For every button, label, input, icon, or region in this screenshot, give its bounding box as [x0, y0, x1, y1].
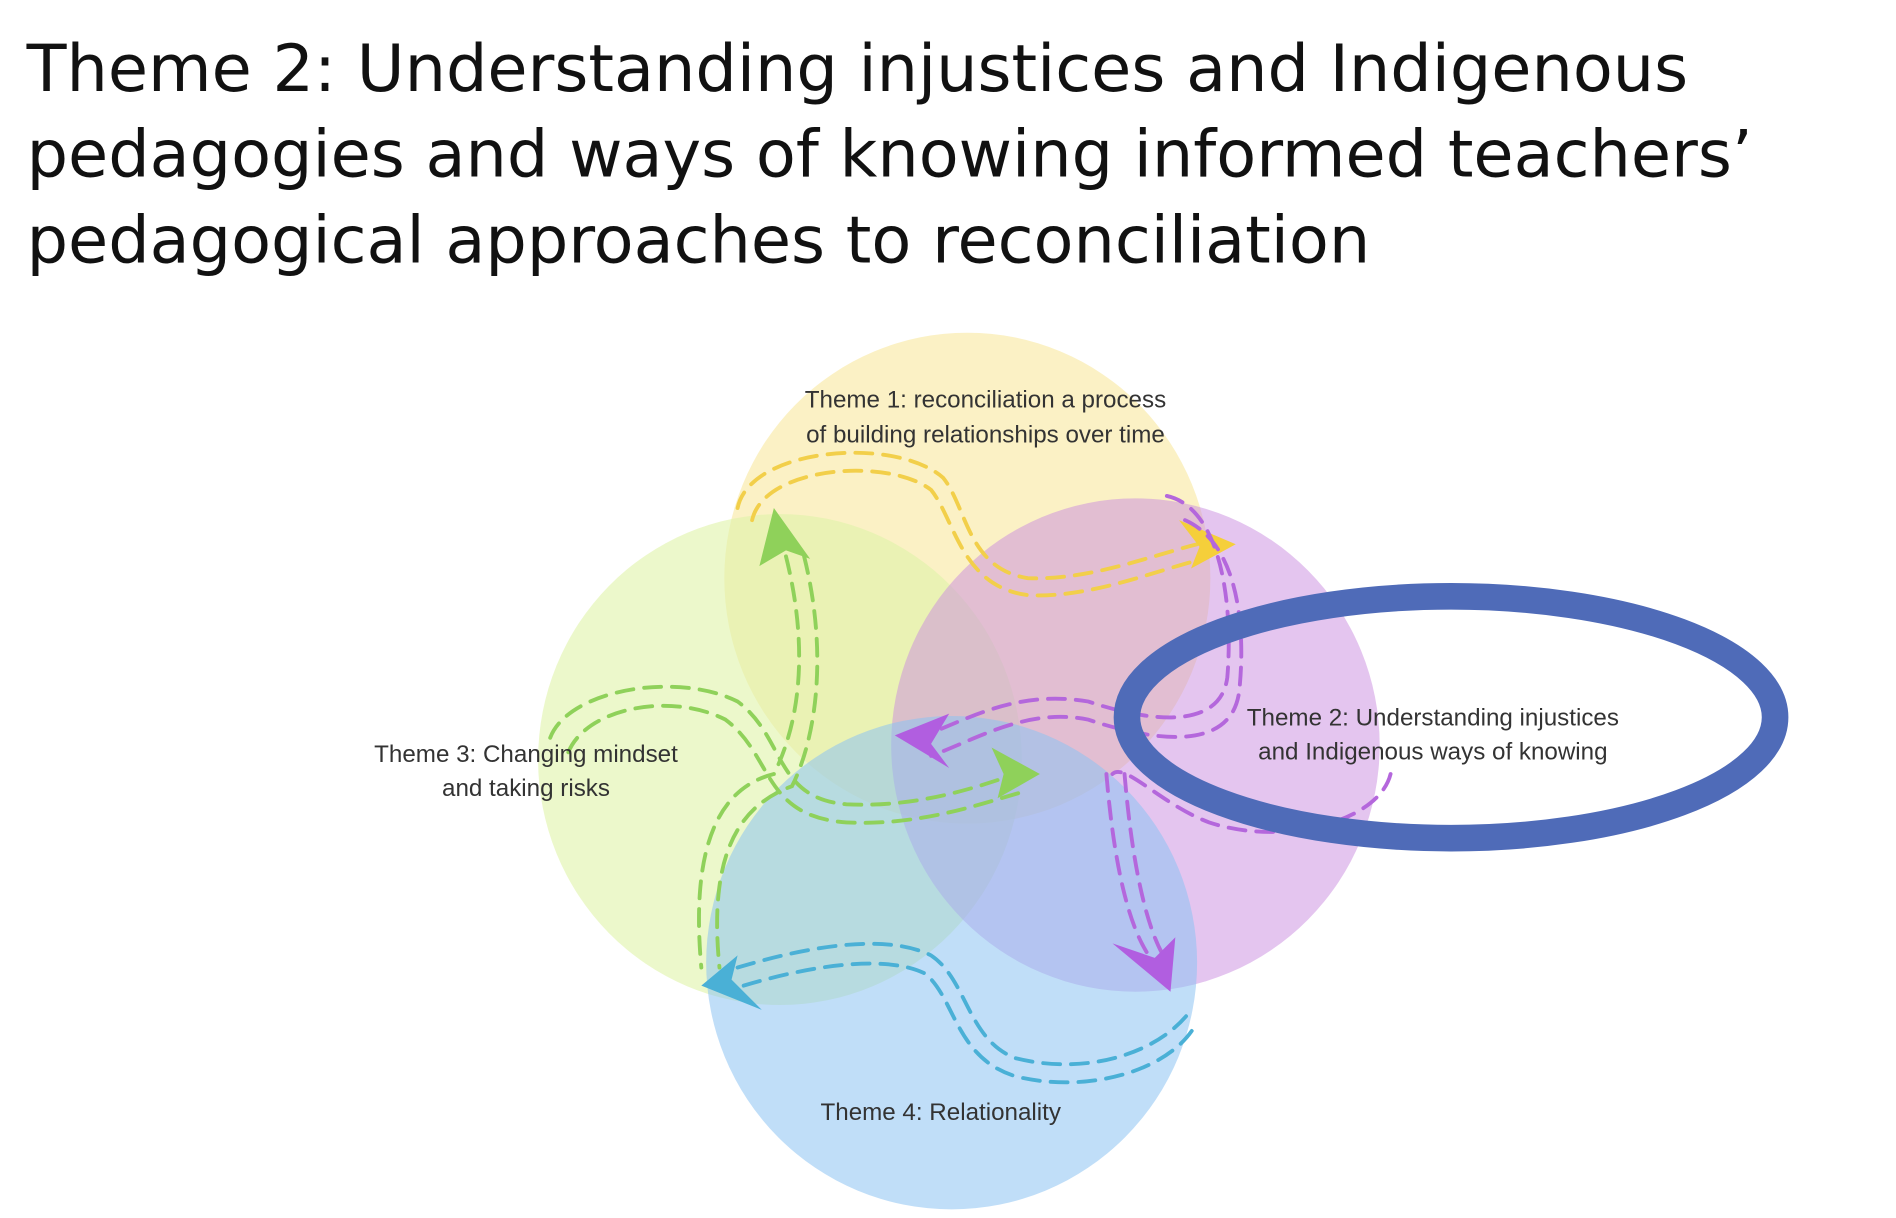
- theme-2-highlight-ring: [1113, 583, 1789, 852]
- venn-diagram: Theme 1: reconciliation a process of bui…: [374, 332, 1789, 1210]
- theme-3-label-line-2: and taking risks: [442, 775, 610, 802]
- theme-1-label: Theme 1: reconciliation a process of bui…: [805, 387, 1166, 449]
- title-line-1: Theme 2: Understanding injustices and In…: [26, 31, 1689, 107]
- theme-1-label-line-2: of building relationships over time: [806, 422, 1165, 449]
- arrow-theme1-to-theme2: [735, 450, 1236, 598]
- arrow-theme3-loop: [548, 508, 1040, 970]
- arrow-theme4-loop: [701, 941, 1200, 1085]
- title-line-2: pedagogies and ways of knowing informed …: [27, 117, 1753, 193]
- theme-4-circle: [706, 716, 1198, 1210]
- theme-4-label-line-1: Theme 4: Relationality: [820, 1099, 1061, 1126]
- theme-3-label-line-1: Theme 3: Changing mindset: [374, 741, 678, 768]
- theme-1-label-line-1: Theme 1: reconciliation a process: [805, 387, 1166, 414]
- slide-title: Theme 2: Understanding injustices and In…: [26, 31, 1753, 279]
- arrow-theme2-loop: [894, 494, 1393, 992]
- title-line-3: pedagogical approaches to reconciliation: [27, 203, 1371, 279]
- theme-2-label-line-1: Theme 2: Understanding injustices: [1247, 705, 1619, 732]
- theme-3-label: Theme 3: Changing mindset and taking ris…: [374, 741, 678, 802]
- theme-4-label: Theme 4: Relationality: [820, 1099, 1061, 1126]
- theme-2-label: Theme 2: Understanding injustices and In…: [1247, 705, 1619, 766]
- theme-2-label-line-2: and Indigenous ways of knowing: [1258, 739, 1607, 766]
